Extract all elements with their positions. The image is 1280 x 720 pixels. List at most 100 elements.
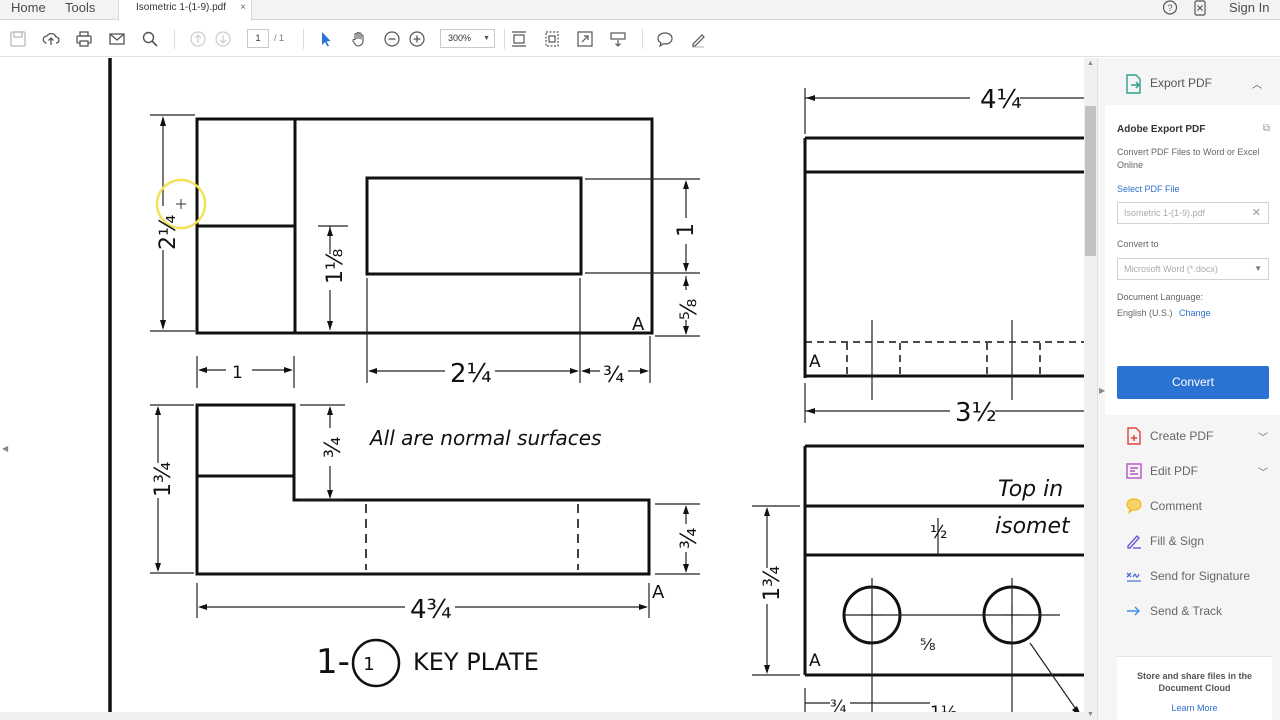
tool-label: Fill & Sign [1150, 534, 1205, 548]
export-pdf-card: Adobe Export PDF ⧉ Convert PDF Files to … [1105, 105, 1280, 415]
language-row: English (U.S.) Change [1117, 308, 1211, 318]
sign-in-link[interactable]: Sign In [1229, 0, 1270, 15]
language-value: English (U.S.) [1117, 308, 1173, 318]
mobile-link-icon[interactable] [1192, 0, 1208, 16]
dim-label: ⅝ [920, 635, 936, 654]
tool-send-for-signature[interactable]: Send for Signature [1117, 560, 1272, 595]
page-number-input[interactable]: 1 [247, 29, 269, 48]
svg-text:?: ? [1167, 3, 1172, 13]
export-pdf-label: Export PDF [1150, 76, 1213, 90]
zoom-value: 300% [448, 33, 472, 43]
horizontal-scrollbar[interactable] [0, 712, 1084, 720]
change-language-link[interactable]: Change [1179, 308, 1211, 318]
export-title: Adobe Export PDF [1117, 124, 1206, 135]
select-tool-icon[interactable] [316, 29, 336, 49]
page-total: / 1 [274, 33, 285, 43]
left-panel-toggle-icon[interactable]: ◀ [2, 444, 9, 453]
scroll-up-icon[interactable]: ▲ [1087, 60, 1094, 67]
highlight-pen-icon[interactable] [688, 29, 708, 49]
send-track-icon [1125, 602, 1143, 620]
next-page-icon[interactable] [213, 29, 233, 49]
dim-label: 1¾ [151, 462, 176, 497]
tool-send-track[interactable]: Send & Track [1117, 595, 1272, 630]
zoom-select[interactable]: 300% ▼ [440, 29, 495, 48]
caption-circle-number: 1 [363, 654, 374, 675]
help-icon[interactable]: ? [1162, 0, 1178, 16]
select-pdf-file-link[interactable]: Select PDF File [1117, 184, 1180, 194]
tool-edit-pdf[interactable]: Edit PDF ﹀ [1117, 455, 1272, 490]
drawing-caption: KEY PLATE [413, 648, 539, 676]
upload-cloud-icon[interactable] [41, 29, 61, 49]
document-tab[interactable]: Isometric 1-(1-9).pdf × [118, 0, 252, 21]
zoom-out-icon[interactable] [382, 29, 402, 49]
tool-fill-sign[interactable]: Fill & Sign [1117, 525, 1272, 560]
dim-label: 3½ [955, 398, 997, 428]
chevron-down-icon: ▼ [483, 35, 490, 42]
tool-create-pdf[interactable]: Create PDF ﹀ [1117, 420, 1272, 455]
convert-to-label: Convert to [1117, 239, 1159, 249]
scroll-down-icon[interactable]: ▼ [1087, 711, 1094, 718]
home-tab[interactable]: Home [11, 0, 46, 15]
format-value: Microsoft Word (*.docx) [1124, 264, 1218, 274]
dim-label: 1⅛ [323, 249, 348, 284]
scrollbar-thumb[interactable] [1085, 106, 1096, 256]
chevron-down-icon[interactable]: ﹀ [1258, 433, 1268, 444]
dim-label: ¾ [603, 363, 624, 388]
dim-label: ¾ [677, 528, 702, 549]
previous-page-icon[interactable] [188, 29, 208, 49]
export-description: Convert PDF Files to Word or Excel Onlin… [1117, 147, 1260, 170]
selected-file-name: Isometric 1-(1-9).pdf [1124, 208, 1206, 218]
toolbar: 1 / 1 300% ▼ [0, 21, 1280, 57]
document-tab-title: Isometric 1-(1-9).pdf [136, 2, 227, 13]
comment-icon[interactable] [655, 29, 675, 49]
caption-number: 1- [316, 642, 350, 682]
tool-label: Send for Signature [1150, 569, 1251, 583]
fill-sign-icon [1125, 532, 1143, 550]
full-screen-icon[interactable] [575, 29, 595, 49]
clear-file-icon[interactable]: ✕ [1251, 207, 1261, 219]
search-icon[interactable] [140, 29, 160, 49]
tools-list: Create PDF ﹀ Edit PDF ﹀ Comment Fill & S… [1117, 420, 1272, 630]
export-pdf-icon [1125, 74, 1143, 99]
create-pdf-icon [1125, 427, 1143, 445]
zoom-in-icon[interactable] [407, 29, 427, 49]
tool-label: Create PDF [1150, 429, 1214, 443]
dim-label: 2¼ [156, 215, 181, 250]
drawing-note: isomet [995, 514, 1071, 539]
copy-icon[interactable]: ⧉ [1262, 123, 1270, 134]
dim-label: ½ [930, 522, 947, 543]
point-label: A [809, 651, 821, 671]
learn-more-link[interactable]: Learn More [1171, 703, 1218, 713]
fit-page-icon[interactable] [509, 29, 529, 49]
tools-tab[interactable]: Tools [65, 0, 96, 15]
export-pdf-header[interactable]: Export PDF ︿ [1117, 66, 1272, 102]
document-viewer[interactable]: ◀ [0, 58, 1097, 720]
vertical-scrollbar[interactable]: ▲ ▼ [1084, 58, 1097, 720]
document-cloud-promo: Store and share files in the Document Cl… [1117, 656, 1272, 720]
format-select[interactable]: Microsoft Word (*.docx) ▼ [1117, 258, 1269, 280]
close-tab-icon[interactable]: × [240, 2, 246, 13]
collapse-pane-icon[interactable]: ▶ [1099, 386, 1106, 395]
dim-label: ⅝ [677, 299, 702, 320]
tool-label: Send & Track [1150, 604, 1223, 618]
scroll-mode-icon[interactable] [608, 29, 628, 49]
print-icon[interactable] [74, 29, 94, 49]
technical-drawing: 2¼ 1⅛ ⅝ 1 1 2¼ ¾ A 1¾ ¾ All are normal s… [108, 58, 1084, 720]
dim-label: 2¼ [450, 359, 492, 389]
document-language-label: Document Language: [1117, 292, 1204, 302]
save-icon[interactable] [8, 29, 28, 49]
dim-label: 4¼ [980, 85, 1022, 115]
chevron-up-icon[interactable]: ︿ [1252, 80, 1262, 91]
top-nav-bar: Home Tools Isometric 1-(1-9).pdf × ? Sig… [0, 0, 1280, 21]
fit-width-icon[interactable] [542, 29, 562, 49]
tool-comment[interactable]: Comment [1117, 490, 1272, 525]
drawing-note: Top in [998, 477, 1063, 502]
selected-file-field[interactable]: Isometric 1-(1-9).pdf ✕ [1117, 202, 1269, 224]
chevron-down-icon[interactable]: ﹀ [1258, 468, 1268, 479]
convert-button[interactable]: Convert [1117, 366, 1269, 399]
hand-tool-icon[interactable] [349, 29, 369, 49]
email-icon[interactable] [107, 29, 127, 49]
chevron-down-icon: ▼ [1254, 264, 1262, 273]
dim-label: 1¾ [760, 566, 785, 601]
tool-label: Comment [1150, 499, 1203, 513]
